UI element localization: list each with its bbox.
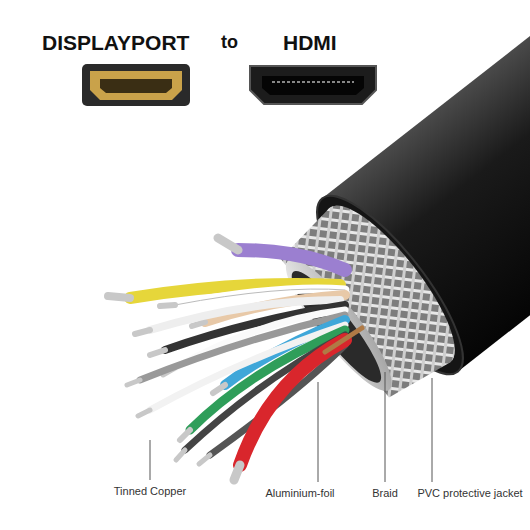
wire-tip — [180, 430, 190, 440]
connector-icon — [82, 64, 190, 106]
wire-tip — [199, 455, 210, 464]
plug-slot — [262, 76, 364, 95]
wire-tip — [127, 380, 140, 385]
port-housing — [82, 64, 190, 106]
part-label: Aluminium-foil — [265, 487, 334, 500]
leader-line — [150, 440, 151, 480]
wire-tip — [108, 296, 130, 298]
heading-text: HDMI — [283, 30, 337, 55]
port-gold — [90, 71, 182, 100]
plug-pins — [272, 81, 354, 83]
wire-tip — [218, 238, 238, 250]
part-label: PVC protective jacket — [417, 487, 522, 500]
wire-tip — [192, 322, 205, 326]
wire — [238, 250, 345, 270]
wire-tip — [213, 385, 225, 393]
wire-tip — [176, 450, 185, 460]
leader-line — [432, 378, 433, 482]
wire-tip — [234, 465, 240, 480]
heading-text: to — [221, 32, 238, 54]
wire-tip — [138, 410, 150, 416]
wires — [108, 238, 362, 480]
port-slot — [100, 79, 172, 93]
leader-lines — [150, 372, 432, 482]
wire-tip — [150, 350, 165, 355]
connector-icon — [250, 66, 376, 104]
wire-tip — [135, 330, 150, 334]
heading-text: DISPLAYPORT — [42, 30, 189, 55]
wire — [240, 340, 345, 465]
part-label: Braid — [372, 487, 398, 500]
plug-shell — [250, 66, 376, 104]
leader-line — [385, 372, 386, 482]
drain-wire — [325, 328, 362, 352]
part-label: Tinned Copper — [114, 485, 186, 498]
leader-line — [318, 382, 319, 482]
wire-tip — [160, 305, 175, 306]
